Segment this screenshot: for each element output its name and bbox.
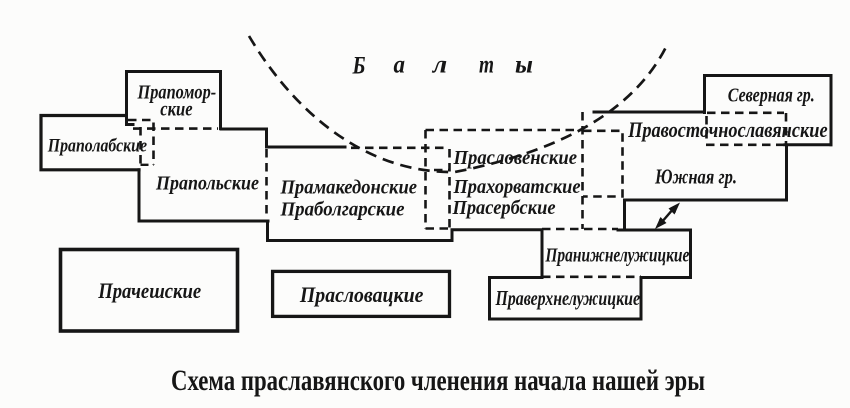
svg-text:Схема праславянского членения: Схема праславянского членения начала наш… <box>171 364 705 397</box>
svg-text:Прахорватские: Прахорватские <box>453 176 581 198</box>
svg-text:Прасербские: Прасербские <box>452 197 556 219</box>
svg-text:Южная гр.: Южная гр. <box>654 165 737 189</box>
svg-text:Праполабские: Праполабские <box>47 135 148 156</box>
svg-text:л: л <box>432 52 448 79</box>
svg-text:ы: ы <box>515 52 533 79</box>
svg-text:Праболгарские: Праболгарские <box>280 198 405 220</box>
svg-text:ские: ские <box>160 99 192 121</box>
svg-text:а: а <box>394 52 406 79</box>
svg-text:Б: Б <box>352 53 366 80</box>
svg-text:Прапольские: Прапольские <box>155 172 259 194</box>
svg-text:т: т <box>479 52 494 79</box>
svg-text:Прапомор-: Прапомор- <box>137 82 217 104</box>
svg-text:Прасловацкие: Прасловацкие <box>299 282 424 307</box>
svg-text:Прачешские: Прачешские <box>97 278 201 303</box>
svg-text:Прасловенские: Прасловенские <box>453 147 578 169</box>
svg-text:Прамакедонские: Прамакедонские <box>280 177 417 199</box>
svg-text:Правосточнославянские: Правосточнославянские <box>627 117 828 142</box>
svg-text:Северная гр.: Северная гр. <box>728 85 815 107</box>
svg-text:Праверхнелужицкие: Праверхнелужицкие <box>495 286 640 310</box>
svg-text:Пранижнелужицкие: Пранижнелужицкие <box>545 245 690 267</box>
